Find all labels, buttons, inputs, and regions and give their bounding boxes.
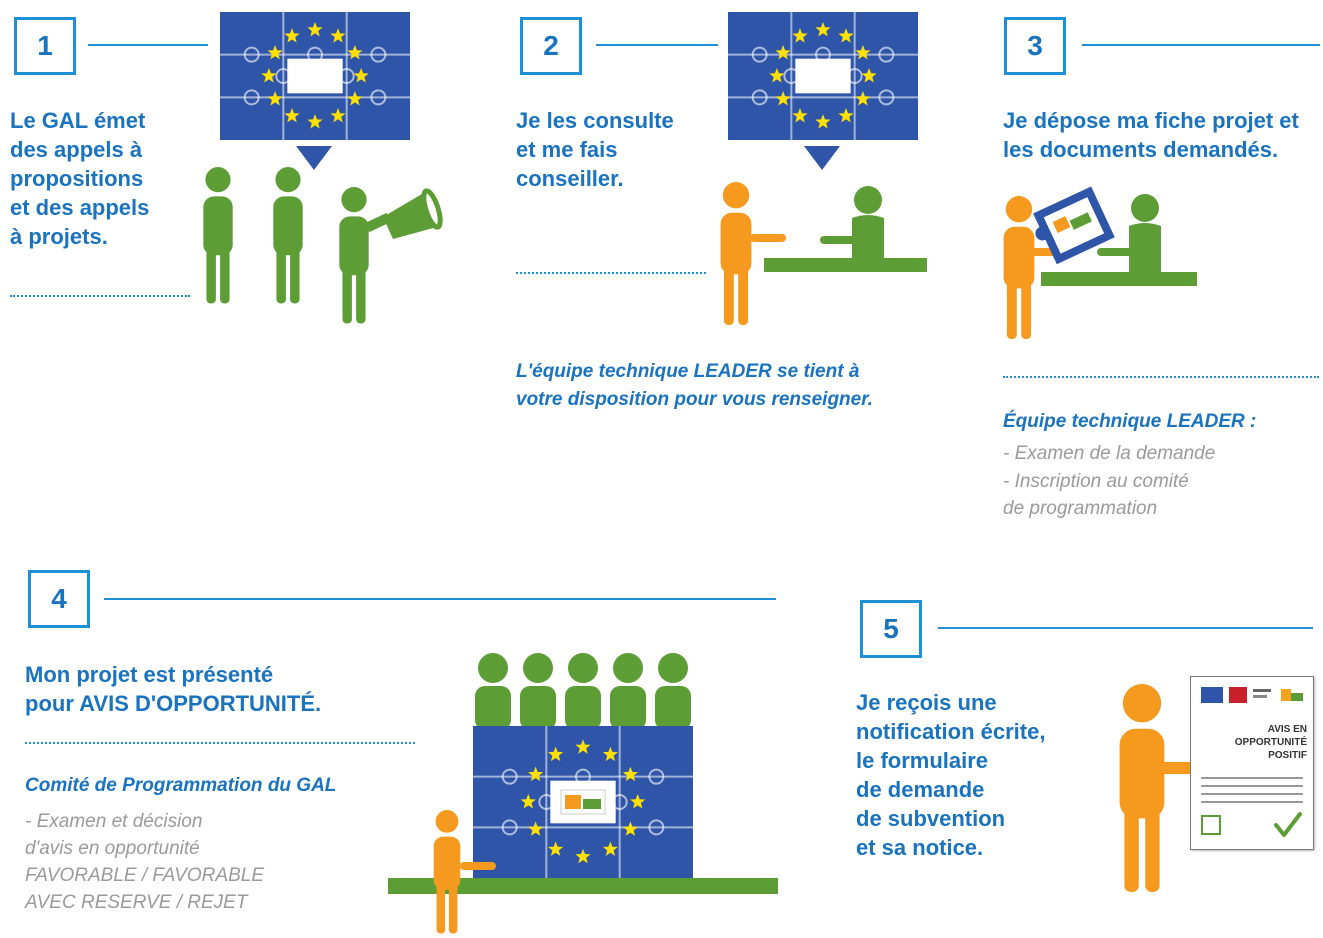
step-1-number: 1	[14, 17, 76, 75]
step-5-text: Je reçois une notification écrite, le fo…	[856, 690, 1046, 860]
notification-document: AVIS EN OPPORTUNITÉ POSITIF	[1190, 676, 1314, 850]
committee-puzzle-icon	[388, 653, 778, 934]
step-1-pointer-icon	[296, 146, 332, 170]
person-holding-document-icon	[1119, 684, 1204, 892]
consultation-desk-icon	[720, 182, 927, 325]
document-text-line	[1201, 793, 1303, 795]
step-4-number: 4	[28, 570, 90, 628]
step-3-divider	[1003, 376, 1319, 378]
step-4-text: Mon projet est présenté pour AVIS D'OPPO…	[25, 662, 322, 716]
group-with-megaphone-icon	[203, 167, 443, 324]
document-heading: AVIS EN OPPORTUNITÉ POSITIF	[1234, 724, 1307, 761]
document-text-line	[1201, 785, 1303, 787]
step-2-line	[596, 44, 718, 46]
step-2-note: L'équipe technique LEADER se tient à vot…	[516, 361, 873, 410]
step-2-number: 2	[520, 17, 582, 75]
logo-text-lines	[1253, 689, 1271, 692]
document-text-line	[1201, 777, 1303, 779]
region-logo-icon	[1229, 687, 1247, 703]
step-3-subtitle: Équipe technique LEADER :	[1003, 411, 1257, 432]
document-text-line	[1201, 801, 1303, 803]
step-3-item-2: - Inscription au comité de programmation	[1003, 471, 1189, 519]
document-logos	[1201, 687, 1305, 705]
eu-puzzle-flag-icon	[728, 12, 918, 140]
step-4-line	[104, 598, 776, 600]
step-5-number: 5	[860, 600, 922, 658]
step-4-divider	[25, 742, 415, 744]
step-5-line	[938, 627, 1313, 629]
eu-logo-icon	[1201, 687, 1223, 703]
feader-logo-icon	[1201, 815, 1221, 835]
step-3-number: 3	[1004, 17, 1066, 75]
step-3-item-1: - Examen de la demande	[1003, 443, 1216, 464]
step-1-text: Le GAL émet des appels à propositions et…	[10, 108, 150, 249]
step-2-text: Je les consulte et me fais conseiller.	[516, 108, 674, 191]
step-3-line	[1082, 44, 1320, 46]
step-1-line	[88, 44, 208, 46]
step-1-divider	[10, 295, 190, 297]
logo-text-lines	[1253, 695, 1267, 698]
checkmark-icon	[1274, 812, 1302, 837]
step-4-item-1: - Examen et décision d'avis en opportuni…	[25, 811, 264, 913]
eu-puzzle-flag-icon	[220, 12, 410, 140]
leader-logo-icon	[1281, 687, 1303, 703]
step-3-text: Je dépose ma fiche projet et les documen…	[1003, 108, 1299, 162]
step-4-subtitle: Comité de Programmation du GAL	[25, 775, 337, 796]
step-2-pointer-icon	[804, 146, 840, 170]
submit-document-desk-icon	[1003, 186, 1197, 339]
step-2-divider	[516, 272, 706, 274]
